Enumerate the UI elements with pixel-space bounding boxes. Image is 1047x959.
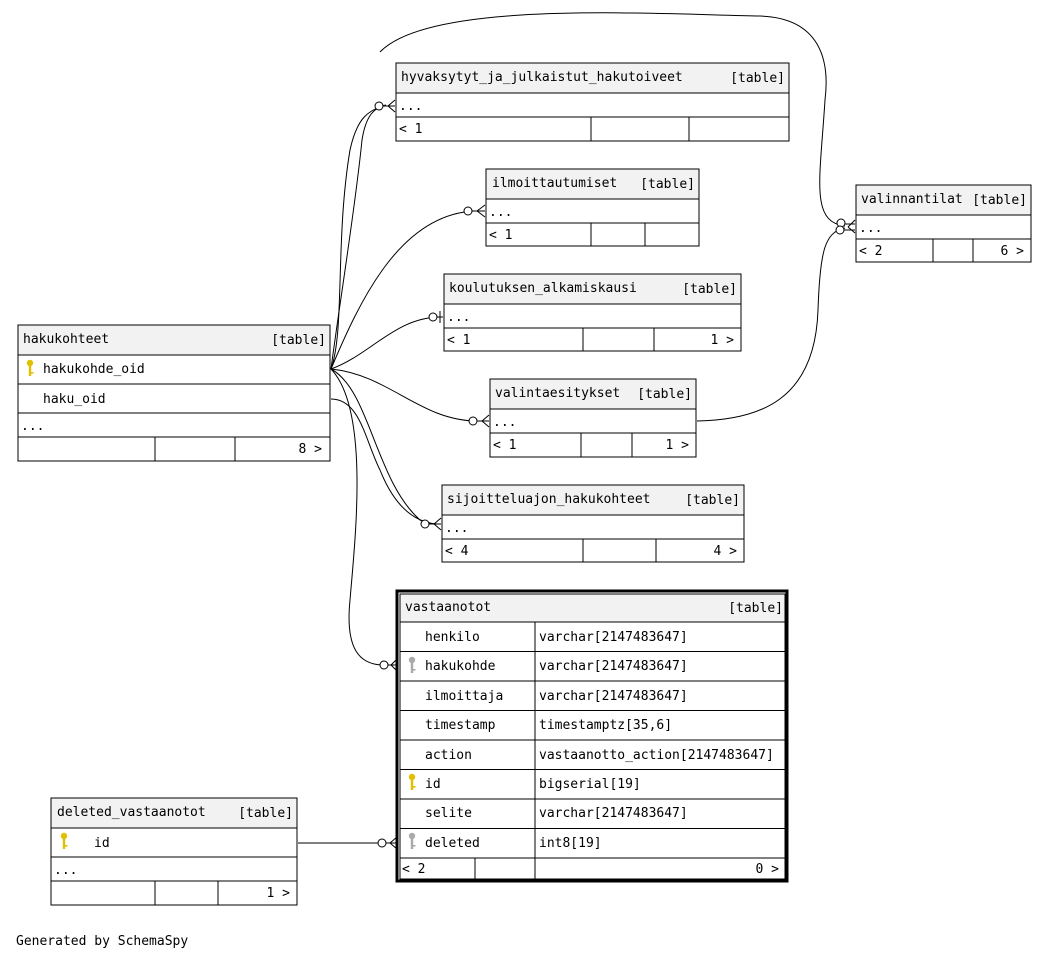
column-name: hakukohde_oid — [43, 362, 145, 377]
table-hakukohteet[interactable]: hakukohteet [table] hakukohde_oid haku_o… — [17, 324, 331, 462]
column-name: id — [94, 836, 110, 851]
table-kind: [table] — [685, 493, 740, 508]
table-name: koulutuksen_alkamiskausi — [449, 281, 637, 296]
column-type: varchar[2147483647] — [539, 806, 688, 821]
more-columns: ... — [489, 205, 512, 220]
column-name: selite — [425, 806, 472, 821]
child-count: 6 > — [1001, 244, 1025, 259]
column-name: haku_oid — [43, 392, 106, 407]
edge-end-hyvaksytyt — [374, 99, 396, 113]
column-type: varchar[2147483647] — [539, 689, 688, 704]
more-columns: ... — [447, 310, 470, 325]
edge-hakukohteet-sijoitteluajon-2 — [330, 398, 438, 525]
column-name: henkilo — [425, 630, 480, 645]
more-columns: ... — [859, 221, 882, 236]
parent-count: < 1 — [447, 333, 470, 348]
table-name: sijoitteluajon_hakukohteet — [447, 492, 651, 507]
edge-hakukohteet-vastaanotot — [330, 368, 385, 666]
vastaanotot-rows — [399, 621, 786, 880]
child-count: 8 > — [299, 442, 323, 457]
edge-end-koulutuksen — [428, 311, 443, 323]
more-columns: ... — [493, 415, 516, 430]
table-kind: [table] — [730, 71, 785, 86]
table-name: hakukohteet — [23, 332, 109, 347]
table-koulutuksen[interactable]: koulutuksen_alkamiskausi [table] ... < 1… — [443, 273, 742, 352]
relationship-edges — [298, 12, 856, 850]
edge-hakukohteet-ilmoittautumiset — [330, 210, 475, 370]
table-ilmoittautumiset[interactable]: ilmoittautumiset [table] ... < 1 — [485, 168, 700, 247]
child-count: 1 > — [666, 438, 690, 453]
edge-end-sijoitteluajon — [420, 517, 442, 531]
parent-count: < 1 — [399, 122, 422, 137]
column-name: id — [425, 777, 441, 792]
more-columns: ... — [445, 521, 468, 536]
table-deleted-vastaanotot[interactable]: deleted_vastaanotot [table] id ... 1 > — [50, 797, 298, 906]
table-hyvaksytyt[interactable]: hyvaksytyt_ja_julkaistut_hakutoiveet [ta… — [395, 62, 790, 142]
edge-hakukohteet-sijoitteluajon — [330, 368, 438, 525]
column-type: varchar[2147483647] — [539, 659, 688, 674]
parent-count: < 1 — [489, 228, 512, 243]
table-kind: [table] — [640, 177, 695, 192]
table-kind: [table] — [238, 806, 293, 821]
edge-end-vastaanotot-hakukohde — [379, 658, 398, 672]
more-columns: ... — [54, 863, 77, 878]
column-type: vastaanotto_action[2147483647] — [539, 748, 774, 763]
child-count: 1 > — [711, 333, 735, 348]
child-count: 1 > — [267, 886, 291, 901]
edge-hakukohteet-valintaesitykset — [330, 368, 479, 422]
table-vastaanotot[interactable]: vastaanotot [table] henkilo varchar[2147… — [395, 589, 789, 883]
parent-count: < 2 — [402, 862, 425, 877]
table-sijoitteluajon[interactable]: sijoitteluajon_hakukohteet [table] ... <… — [441, 484, 745, 563]
column-name: timestamp — [425, 718, 496, 733]
edge-hakukohteet-koulutuksen — [330, 316, 440, 370]
edge-valintaesitykset-valinnantilat — [696, 227, 846, 422]
parent-count: < 2 — [859, 244, 882, 259]
column-type: timestamptz[35,6] — [539, 718, 672, 733]
column-name: ilmoittaja — [425, 689, 503, 704]
edge-end-valintaesitykset — [468, 414, 490, 428]
parent-count: < 1 — [493, 438, 516, 453]
table-kind: [table] — [972, 193, 1027, 208]
table-name: hyvaksytyt_ja_julkaistut_hakutoiveet — [401, 70, 683, 85]
column-type: bigserial[19] — [539, 777, 641, 792]
edge-hakukohteet-hyvaksytyt-2 — [330, 104, 387, 370]
table-name: deleted_vastaanotot — [57, 805, 206, 820]
table-kind: [table] — [637, 387, 692, 402]
child-count: 0 > — [756, 862, 780, 877]
edge-end-valinnantilat — [835, 218, 856, 235]
column-type: int8[19] — [539, 836, 602, 851]
column-name: action — [425, 748, 472, 763]
table-kind: [table] — [682, 282, 737, 297]
column-name: hakukohde — [425, 659, 496, 674]
more-columns: ... — [399, 99, 422, 114]
generated-by-note: Generated by SchemaSpy — [16, 934, 188, 949]
table-kind: [table] — [271, 333, 326, 348]
table-name: ilmoittautumiset — [492, 176, 617, 191]
more-columns: ... — [21, 419, 44, 434]
column-name: deleted — [425, 836, 480, 851]
table-kind: [table] — [728, 601, 783, 616]
child-count: 4 > — [714, 544, 738, 559]
edge-hakukohteet-hyvaksytyt — [330, 104, 387, 370]
edge-end-vastaanotot-deleted — [377, 836, 398, 850]
table-name: valinnantilat — [861, 192, 963, 207]
table-valintaesitykset[interactable]: valintaesitykset [table] ... < 1 1 > — [489, 378, 697, 458]
parent-count: < 4 — [445, 544, 469, 559]
edge-end-ilmoittautumiset — [463, 204, 486, 218]
edge-hyvaksytyt-valinnantilat — [379, 12, 846, 227]
table-valinnantilat[interactable]: valinnantilat [table] ... < 2 6 > — [855, 184, 1032, 263]
column-type: varchar[2147483647] — [539, 630, 688, 645]
table-name: valintaesitykset — [495, 386, 620, 401]
table-name: vastaanotot — [405, 600, 491, 615]
